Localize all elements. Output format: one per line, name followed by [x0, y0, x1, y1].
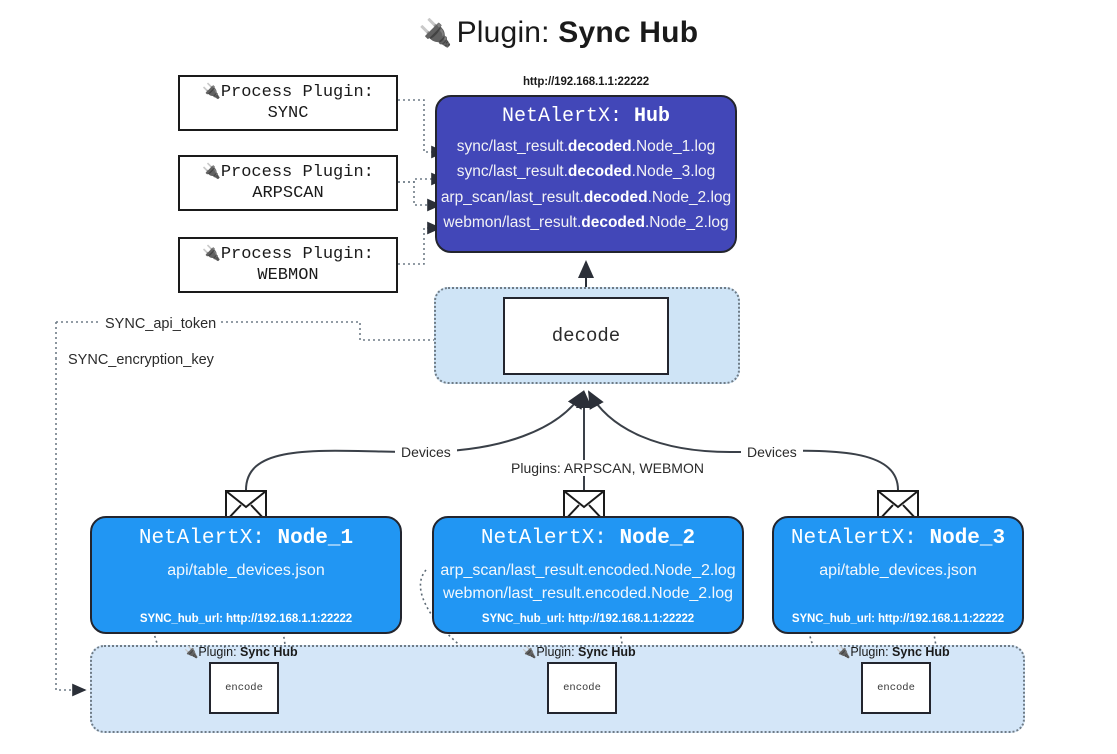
hub-log-line: arp_scan/last_result.decoded.Node_2.log — [440, 188, 732, 206]
process-plugin-webmon[interactable]: 🔌Process Plugin: WEBMON — [178, 237, 398, 293]
encode-box-node-2[interactable]: encode — [547, 662, 617, 714]
node-title: NetAlertX: Node_3 — [790, 527, 1006, 550]
process-plugin-webmon-name: WEBMON — [257, 266, 319, 285]
node-hub-url: SYNC_hub_url: http://192.168.1.1:22222 — [791, 613, 1005, 625]
plug-icon: 🔌 — [522, 647, 537, 659]
node-lines: api/table_devices.json — [92, 560, 400, 583]
edge-label-devices-right: Devices — [741, 444, 803, 460]
page-title: 🔌Plugin: Sync Hub — [0, 16, 1117, 50]
hub-url: http://192.168.1.1:22222 — [522, 76, 650, 88]
process-plugin-arpscan-line1: 🔌Process Plugin: — [202, 161, 374, 182]
sync-api-token-label: SYNC_api_token — [100, 316, 222, 332]
hub-title: NetAlertX: Hub — [501, 105, 671, 128]
process-plugin-arpscan-name: ARPSCAN — [252, 184, 324, 203]
hub-log-line: webmon/last_result.decoded.Node_2.log — [443, 213, 729, 231]
plug-icon: 🔌 — [202, 243, 221, 262]
plugin-tag-node-2: 🔌Plugin: Sync Hub — [522, 645, 636, 659]
hub-log-line: sync/last_result.decoded.Node_1.log — [456, 138, 716, 155]
encode-box-node-3[interactable]: encode — [861, 662, 931, 714]
process-plugin-sync[interactable]: 🔌Process Plugin: SYNC — [178, 75, 398, 131]
node-lines: arp_scan/last_result.encoded.Node_2.log … — [434, 560, 742, 605]
hub-log-list: sync/last_result.decoded.Node_1.log sync… — [437, 134, 735, 235]
plug-icon: 🔌 — [184, 647, 199, 659]
page-title-name: Sync Hub — [558, 16, 699, 49]
decode-box[interactable]: decode — [503, 297, 669, 375]
node-hub-url: SYNC_hub_url: http://192.168.1.1:22222 — [139, 613, 353, 625]
node-card-node-3[interactable]: NetAlertX: Node_3 api/table_devices.json… — [772, 516, 1024, 634]
plug-icon: 🔌 — [202, 81, 221, 100]
node-lines: api/table_devices.json — [774, 560, 1022, 583]
node-title: NetAlertX: Node_2 — [480, 527, 696, 550]
process-plugin-webmon-line1: 🔌Process Plugin: — [202, 243, 374, 264]
plug-icon: 🔌 — [418, 18, 453, 48]
page-title-prefix: Plugin: — [456, 16, 559, 49]
process-plugin-sync-line1: 🔌Process Plugin: — [202, 81, 374, 102]
hub-log-line: sync/last_result.decoded.Node_3.log — [456, 163, 716, 181]
node-line: arp_scan/last_result.encoded.Node_2.log — [440, 562, 736, 579]
process-plugin-sync-name: SYNC — [267, 104, 309, 123]
plugin-tag-node-3: 🔌Plugin: Sync Hub — [836, 645, 950, 659]
edge-label-plugins: Plugins: ARPSCAN, WEBMON — [505, 460, 710, 476]
node-card-node-2[interactable]: NetAlertX: Node_2 arp_scan/last_result.e… — [432, 516, 744, 634]
node-line: webmon/last_result.encoded.Node_2.log — [443, 584, 733, 602]
node-hub-url: SYNC_hub_url: http://192.168.1.1:22222 — [481, 613, 695, 625]
node-card-node-1[interactable]: NetAlertX: Node_1 api/table_devices.json… — [90, 516, 402, 634]
plug-icon: 🔌 — [836, 647, 851, 659]
plug-icon: 🔌 — [202, 161, 221, 180]
encode-box-node-1[interactable]: encode — [209, 662, 279, 714]
node-title: NetAlertX: Node_1 — [138, 527, 354, 550]
node-line: api/table_devices.json — [167, 562, 325, 579]
plugin-tag-node-1: 🔌Plugin: Sync Hub — [184, 645, 298, 659]
sync-encryption-key-label: SYNC_encryption_key — [63, 352, 219, 368]
edge-label-devices-left: Devices — [395, 444, 457, 460]
node-line: api/table_devices.json — [819, 562, 977, 579]
process-plugin-arpscan[interactable]: 🔌Process Plugin: ARPSCAN — [178, 155, 398, 211]
hub-node[interactable]: NetAlertX: Hub sync/last_result.decoded.… — [435, 95, 737, 253]
